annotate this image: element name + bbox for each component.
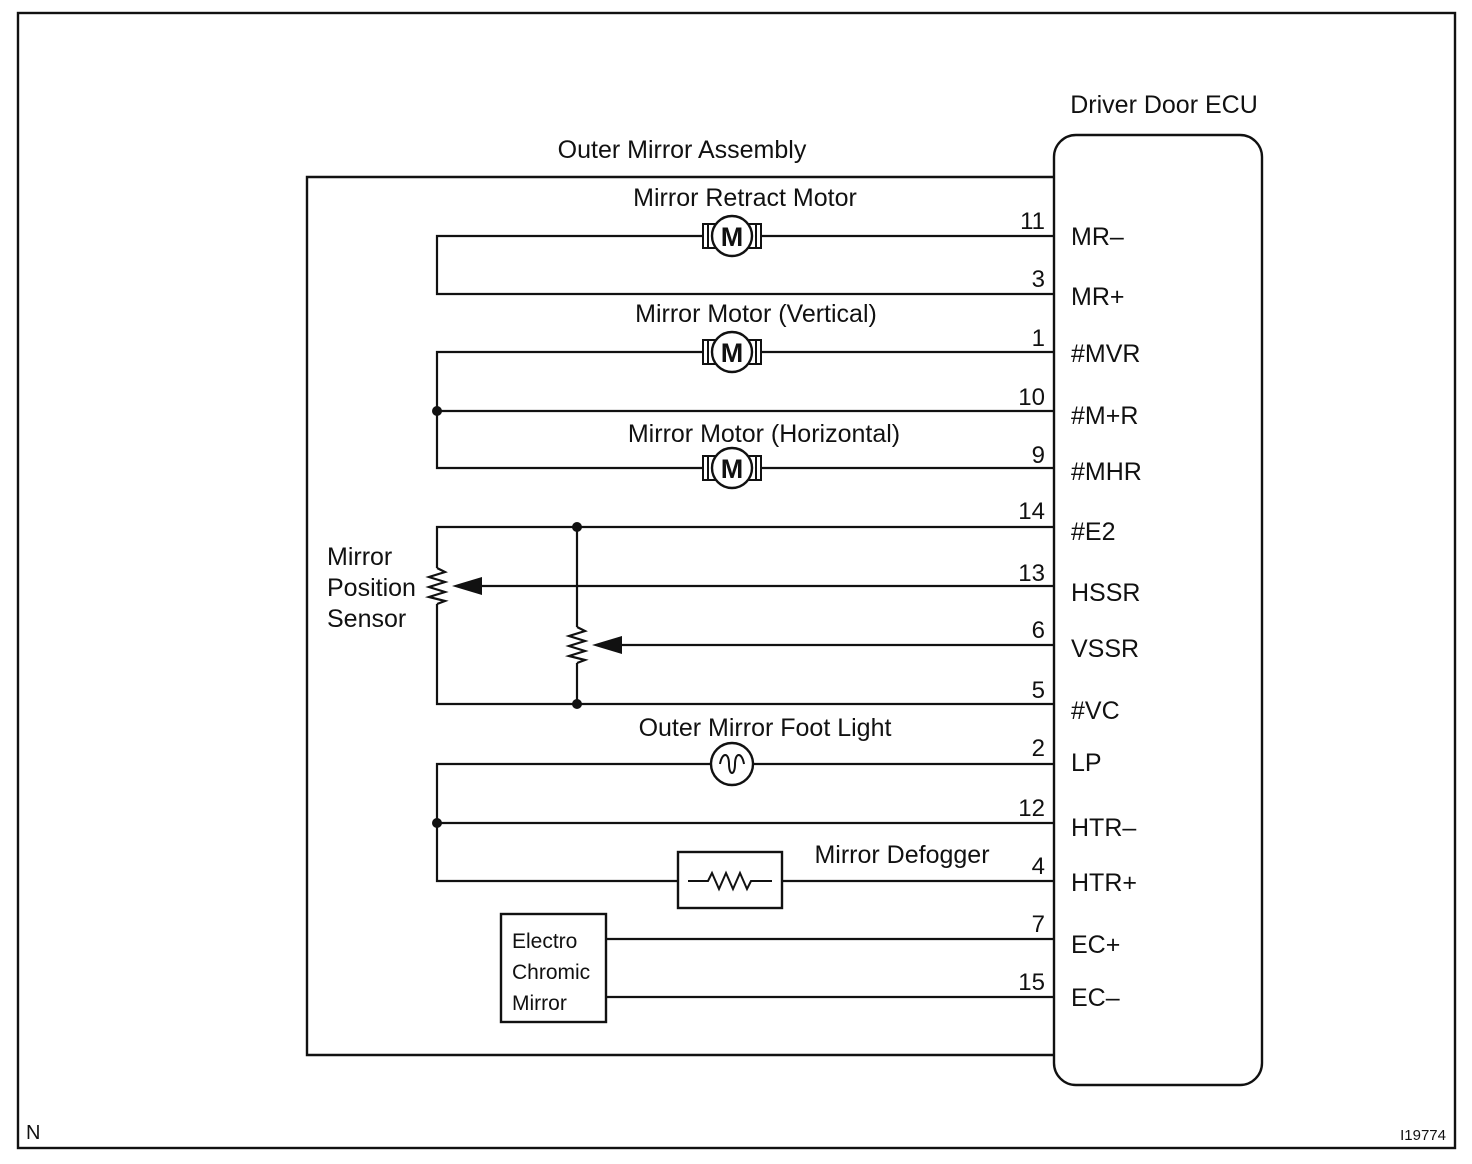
terminal-name: MR+ — [1071, 283, 1124, 311]
electrochromic-label-line2: Chromic — [512, 961, 590, 984]
terminal-name: #M+R — [1071, 402, 1138, 430]
sensor-e2-wire — [435, 525, 1054, 568]
defogger-label: Mirror Defogger — [814, 841, 989, 869]
pin-number: 4 — [1032, 853, 1045, 880]
pin-numbers: 11 3 1 10 9 14 13 6 5 2 12 4 7 15 — [1018, 208, 1045, 996]
pin-number: 3 — [1032, 266, 1045, 293]
terminal-name: #MHR — [1071, 458, 1142, 486]
terminal-name: MR– — [1071, 223, 1124, 251]
sensor-vc-wire — [435, 604, 1054, 706]
defogger-heater-icon — [676, 850, 784, 910]
foot-light-label: Outer Mirror Foot Light — [639, 714, 892, 742]
retract-motor-icon: M — [702, 214, 762, 258]
junction-dot — [432, 406, 442, 416]
horizontal-motor-symbol: M — [721, 454, 744, 484]
position-sensor-label-line3: Sensor — [327, 605, 406, 633]
junction-dot — [572, 522, 582, 532]
ecu-block — [1052, 133, 1264, 1087]
electrochromic-label-line1: Electro — [512, 930, 577, 953]
position-sensor-label-line1: Mirror — [327, 543, 392, 571]
terminal-name: EC+ — [1071, 931, 1120, 959]
horizontal-sensor-resistor-icon — [424, 567, 449, 606]
page-frame — [16, 11, 1457, 1150]
pin-number: 7 — [1032, 911, 1045, 938]
foot-light-bulb-icon — [709, 741, 755, 787]
retract-motor-symbol: M — [721, 222, 744, 252]
corner-mark: N — [26, 1122, 40, 1144]
pin-number: 11 — [1020, 208, 1045, 235]
junction-dot — [432, 818, 442, 828]
terminal-name: VSSR — [1071, 635, 1139, 663]
pin-number: 1 — [1032, 325, 1045, 352]
vssr-wiper-arrow-icon — [592, 636, 622, 654]
terminal-name: EC– — [1071, 984, 1120, 1012]
terminal-name: #E2 — [1071, 518, 1115, 546]
terminal-name: LP — [1071, 749, 1102, 777]
pin-number: 5 — [1032, 677, 1045, 704]
terminal-name: HTR+ — [1071, 869, 1137, 897]
terminal-name: HTR– — [1071, 814, 1136, 842]
position-sensor-label-line2: Position — [327, 574, 416, 602]
pin-number: 2 — [1032, 735, 1045, 762]
horizontal-motor-icon: M — [702, 446, 762, 490]
terminal-name: #VC — [1071, 697, 1120, 725]
vertical-motor-icon: M — [702, 330, 762, 374]
vertical-motor-label: Mirror Motor (Vertical) — [635, 300, 877, 328]
terminal-name: #MVR — [1071, 340, 1140, 368]
assembly-box — [305, 175, 1054, 1057]
pin-number: 9 — [1032, 442, 1045, 469]
pin-number: 6 — [1032, 617, 1045, 644]
ecu-title: Driver Door ECU — [1070, 91, 1258, 119]
pin-number: 13 — [1018, 560, 1045, 587]
junction-dot — [572, 699, 582, 709]
assembly-title: Outer Mirror Assembly — [558, 136, 807, 164]
hssr-wiper-arrow-icon — [452, 577, 482, 595]
pin-number: 12 — [1018, 795, 1045, 822]
electrochromic-mirror-box — [499, 912, 608, 1024]
figure-id: I19774 — [1400, 1127, 1446, 1144]
vertical-motor-symbol: M — [721, 338, 744, 368]
pin-number: 14 — [1018, 498, 1045, 525]
pin-number: 10 — [1018, 384, 1045, 411]
electrochromic-label-line3: Mirror — [512, 992, 567, 1015]
terminal-names: MR– MR+ #MVR #M+R #MHR #E2 HSSR VSSR #VC… — [1071, 223, 1142, 1012]
horizontal-motor-label: Mirror Motor (Horizontal) — [628, 420, 900, 448]
pin-number: 15 — [1018, 969, 1045, 996]
terminal-name: HSSR — [1071, 579, 1140, 607]
retract-motor-label: Mirror Retract Motor — [633, 184, 857, 212]
vertical-sensor-resistor-icon — [564, 626, 589, 665]
